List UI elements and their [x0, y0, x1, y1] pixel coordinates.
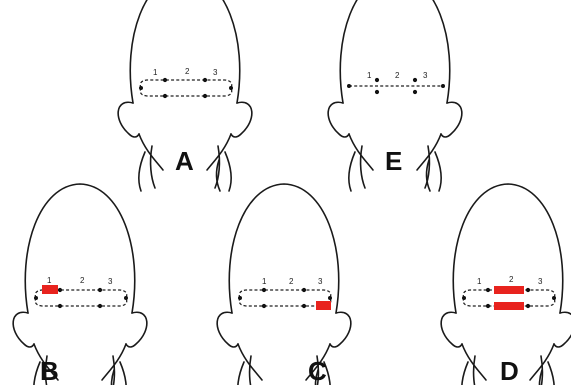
segment-label-3: 3 — [213, 68, 218, 77]
panel-c: 1 2 3 C — [217, 184, 351, 385]
suture-loop — [34, 285, 128, 308]
segment-label-2: 2 — [80, 276, 85, 285]
suture-line — [347, 78, 445, 94]
panel-d: 1 2 3 D — [441, 184, 571, 385]
suture-loop — [139, 78, 233, 98]
segment-label-3: 3 — [108, 277, 113, 286]
panel-b: 1 2 3 B — [13, 184, 147, 385]
segment-label-3: 3 — [423, 71, 428, 80]
panel-e: 1 2 3 E — [328, 0, 462, 191]
segment-label-1: 1 — [477, 277, 482, 286]
segment-label-1: 1 — [47, 276, 52, 285]
segment-label-1: 1 — [262, 277, 267, 286]
panel-letter: D — [500, 356, 519, 385]
suture-loop — [238, 288, 332, 310]
highlight-segment-1-top — [42, 285, 58, 294]
panel-letter: C — [308, 356, 327, 385]
panel-letter: A — [175, 146, 194, 176]
highlight-segment-3-bottom — [316, 301, 331, 310]
segment-label-2: 2 — [289, 277, 294, 286]
segment-label-3: 3 — [538, 277, 543, 286]
panel-a: 1 2 3 A — [118, 0, 252, 191]
highlight-segment-2-bottom — [494, 302, 524, 310]
segment-label-1: 1 — [153, 68, 158, 77]
segment-label-2: 2 — [395, 71, 400, 80]
segment-label-3: 3 — [318, 277, 323, 286]
segment-label-2: 2 — [185, 67, 190, 76]
segment-label-1: 1 — [367, 71, 372, 80]
suture-loop — [462, 286, 556, 310]
segment-label-2: 2 — [509, 275, 514, 284]
panel-letter: B — [40, 356, 59, 385]
highlight-segment-2-top — [494, 286, 524, 294]
panel-letter: E — [385, 146, 402, 176]
